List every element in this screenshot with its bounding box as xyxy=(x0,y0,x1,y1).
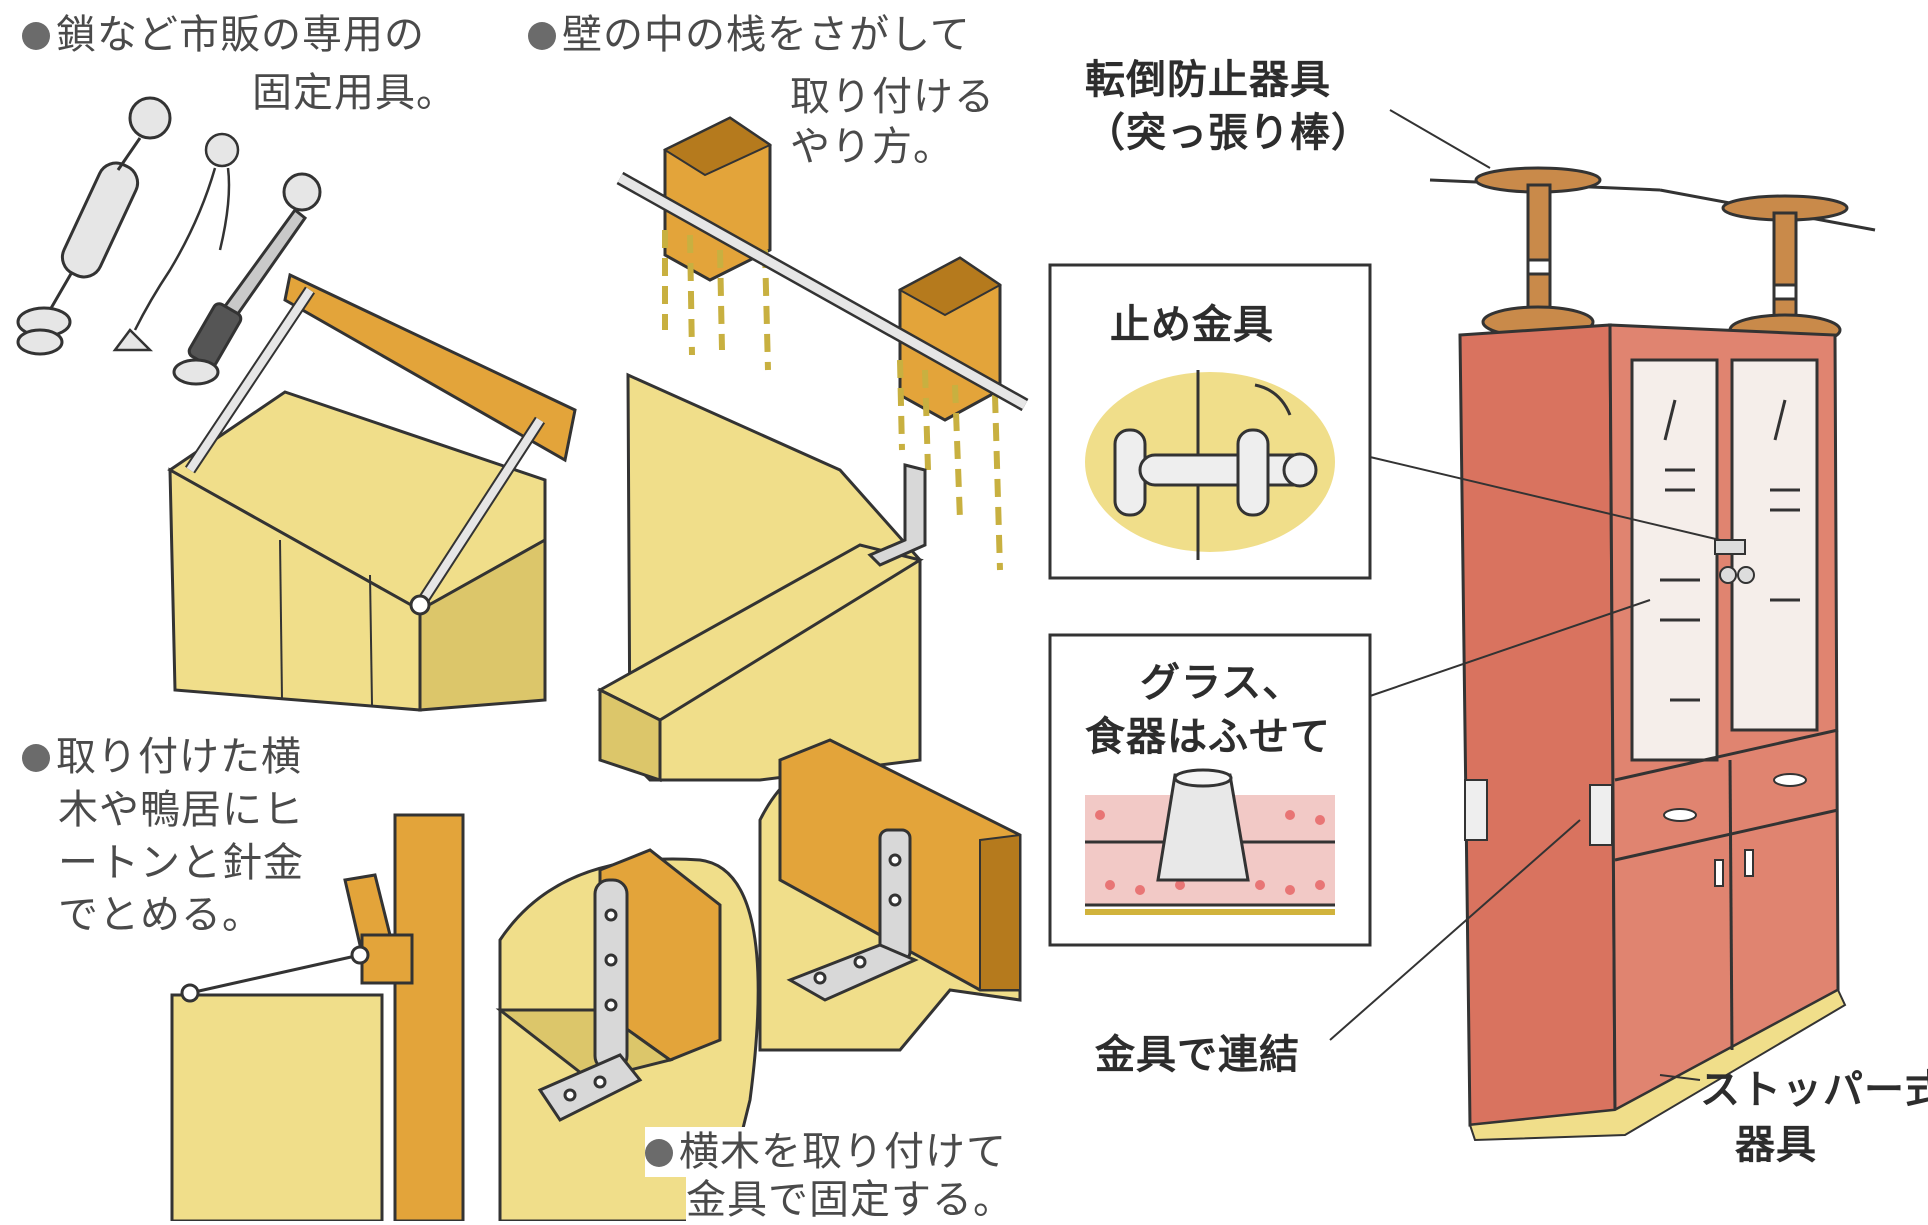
label-stud-method-3: やり方。 xyxy=(790,124,954,170)
eyebolt-wire-illustration xyxy=(170,813,465,1221)
chain-fixture-illustration xyxy=(16,96,577,712)
label-stud-method-2: 取り付ける xyxy=(790,74,995,120)
label-connect: 金具で連結 xyxy=(1095,1032,1300,1078)
label-eyebolt-1: 取り付けた横 xyxy=(22,732,302,782)
l-bracket-icon xyxy=(537,878,643,1122)
bullet-icon xyxy=(645,1139,673,1167)
label-tension-rod-2: （突っ張り棒） xyxy=(1085,110,1372,156)
bullet-icon xyxy=(22,22,50,50)
label-chain-fixture-1: 鎖など市販の専用の xyxy=(22,10,425,60)
cabinet-side xyxy=(418,537,547,712)
label-eyebolt-3: ートンと針金 xyxy=(58,840,304,886)
chain-fixture-icon xyxy=(112,132,240,352)
label-crossbar-2: 金具で固定する。 xyxy=(686,1175,1014,1225)
label-stopper-2: 器具 xyxy=(1735,1122,1817,1168)
stud-method-illustration xyxy=(596,116,1029,783)
tension-rod-icon xyxy=(1474,166,1849,347)
l-bracket-icon xyxy=(867,463,927,567)
door-latch-inset xyxy=(1048,263,1372,580)
wall-crossbar xyxy=(283,272,577,463)
l-bracket-icon xyxy=(786,828,919,1002)
dishes-inset xyxy=(1048,633,1372,947)
cabinet-illustration xyxy=(1329,109,1876,1142)
tension-strap-icon xyxy=(172,172,322,386)
label-stopper-1: ストッパー式 xyxy=(1700,1067,1928,1113)
cabinet-side-panel xyxy=(1458,323,1617,1127)
turnbuckle-icon xyxy=(16,96,172,356)
label-eyebolt-4: でとめる。 xyxy=(58,892,263,938)
label-door-latch: 止め金具 xyxy=(1110,302,1274,348)
bullet-icon xyxy=(22,744,50,772)
label-stud-method-1: 壁の中の桟をさがして xyxy=(528,10,971,60)
label-eyebolt-2: 木や鴨居にヒ xyxy=(58,787,304,833)
bullet-icon xyxy=(528,22,556,50)
eyebolt-icon xyxy=(180,983,200,1003)
label-dishes-1: グラス、 xyxy=(1140,660,1304,706)
label-chain-fixture-2: 固定用具。 xyxy=(252,70,457,116)
wire xyxy=(189,953,361,995)
label-tension-rod-1: 転倒防止器具 xyxy=(1085,57,1331,103)
label-crossbar-1: 横木を取り付けて xyxy=(645,1127,1007,1177)
door-latch-icon xyxy=(1113,428,1318,517)
label-dishes-2: 食器はふせて xyxy=(1085,714,1331,760)
